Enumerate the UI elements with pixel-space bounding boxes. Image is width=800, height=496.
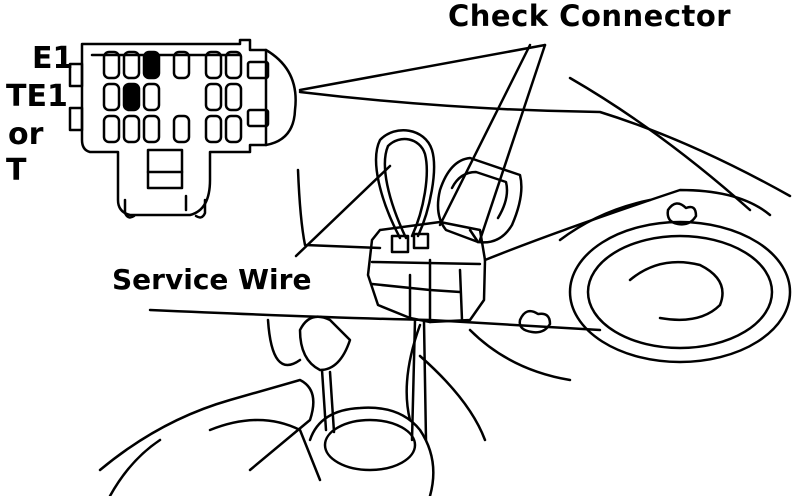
terminal-t-label: T bbox=[6, 153, 27, 188]
check-connector-assembly bbox=[366, 156, 523, 442]
terminal-e1-label: E1 bbox=[32, 41, 74, 76]
check-connector-label: Check Connector bbox=[448, 0, 732, 33]
service-wire-label: Service Wire bbox=[112, 263, 312, 296]
terminal-te1-label: TE1 bbox=[6, 79, 68, 114]
check-connector-detail bbox=[68, 38, 297, 219]
reservoir-cap bbox=[568, 220, 792, 364]
lower-assembly bbox=[98, 315, 435, 496]
engine-bay-outline bbox=[148, 76, 792, 442]
leader-lines bbox=[294, 43, 547, 258]
or-label: or bbox=[8, 117, 44, 152]
bolt-icon bbox=[518, 202, 698, 334]
service-wire bbox=[374, 129, 436, 240]
